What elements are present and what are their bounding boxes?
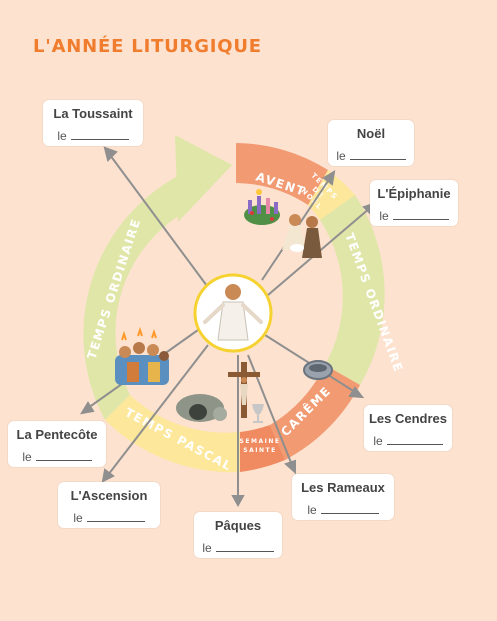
feast-card-cendres: Les Cendres le bbox=[364, 405, 452, 451]
segment-semaine-sainte bbox=[240, 425, 285, 472]
feast-name-noel: Noël bbox=[356, 126, 386, 141]
feast-card-noel: Noël le bbox=[328, 120, 414, 166]
segment-avent bbox=[236, 143, 328, 205]
feast-card-epiphanie: L'Épiphanie le bbox=[370, 180, 458, 226]
feast-card-pentecote: La Pentecôte le bbox=[8, 421, 106, 467]
date-line-paques: le bbox=[194, 540, 282, 555]
feast-name-pentecote: La Pentecôte bbox=[16, 427, 98, 442]
feast-name-cendres: Les Cendres bbox=[368, 411, 448, 426]
feast-name-rameaux: Les Rameaux bbox=[301, 480, 385, 495]
segment-temps-de-noel bbox=[308, 170, 355, 220]
page-title: L'ANNÉE LITURGIQUE bbox=[33, 36, 262, 57]
crucifix-icon bbox=[228, 362, 260, 418]
label-semaine-sainte-2: SAINTE bbox=[243, 447, 276, 454]
date-line-epiphanie: le bbox=[370, 208, 458, 223]
advent-wreath-icon bbox=[244, 189, 280, 225]
date-prefix: le bbox=[73, 511, 83, 525]
date-prefix: le bbox=[379, 209, 389, 223]
date-blank-paques[interactable] bbox=[215, 540, 274, 552]
date-blank-cendres[interactable] bbox=[386, 433, 443, 445]
segment-temps-pascal bbox=[105, 395, 240, 473]
date-prefix: le bbox=[22, 450, 32, 464]
date-prefix: le bbox=[307, 503, 317, 517]
feast-name-ascension: L'Ascension bbox=[70, 488, 148, 503]
date-blank-ascension[interactable] bbox=[86, 510, 145, 522]
feast-card-toussaint: La Toussaint le bbox=[43, 100, 143, 146]
feast-card-paques: Pâques le bbox=[194, 512, 282, 558]
date-line-ascension: le bbox=[58, 510, 160, 525]
date-prefix: le bbox=[373, 434, 383, 448]
feast-name-epiphanie: L'Épiphanie bbox=[377, 186, 451, 201]
label-semaine-sainte-1: SEMAINE bbox=[240, 438, 281, 445]
empty-tomb-icon bbox=[176, 394, 227, 422]
date-blank-rameaux[interactable] bbox=[320, 502, 379, 514]
date-prefix: le bbox=[202, 541, 212, 555]
date-line-noel: le bbox=[328, 148, 414, 163]
segment-temps-ordinaire-1 bbox=[83, 135, 232, 420]
feast-name-toussaint: La Toussaint bbox=[53, 106, 133, 121]
date-blank-epiphanie[interactable] bbox=[392, 208, 449, 220]
apostles-pentecost-icon bbox=[115, 326, 169, 385]
date-prefix: le bbox=[57, 129, 67, 143]
date-line-rameaux: le bbox=[292, 502, 394, 517]
risen-christ-icon bbox=[193, 273, 273, 353]
date-blank-noel[interactable] bbox=[349, 148, 406, 160]
date-line-cendres: le bbox=[364, 433, 452, 448]
segment-temps-ordinaire-2 bbox=[320, 195, 385, 385]
ashes-bowl-icon bbox=[303, 360, 333, 380]
feast-card-ascension: L'Ascension le bbox=[58, 482, 160, 528]
segment-careme bbox=[270, 365, 360, 460]
chalice-icon bbox=[252, 404, 264, 423]
date-prefix: le bbox=[336, 149, 346, 163]
date-blank-pentecote[interactable] bbox=[35, 449, 92, 461]
label-semaine-sainte: SEMAINE SAINTE bbox=[240, 438, 281, 454]
date-line-pentecote: le bbox=[8, 449, 106, 464]
feast-name-paques: Pâques bbox=[214, 518, 262, 533]
nativity-icon bbox=[282, 214, 322, 258]
feast-card-rameaux: Les Rameaux le bbox=[292, 474, 394, 520]
date-blank-toussaint[interactable] bbox=[70, 128, 129, 140]
date-line-toussaint: le bbox=[43, 128, 143, 143]
